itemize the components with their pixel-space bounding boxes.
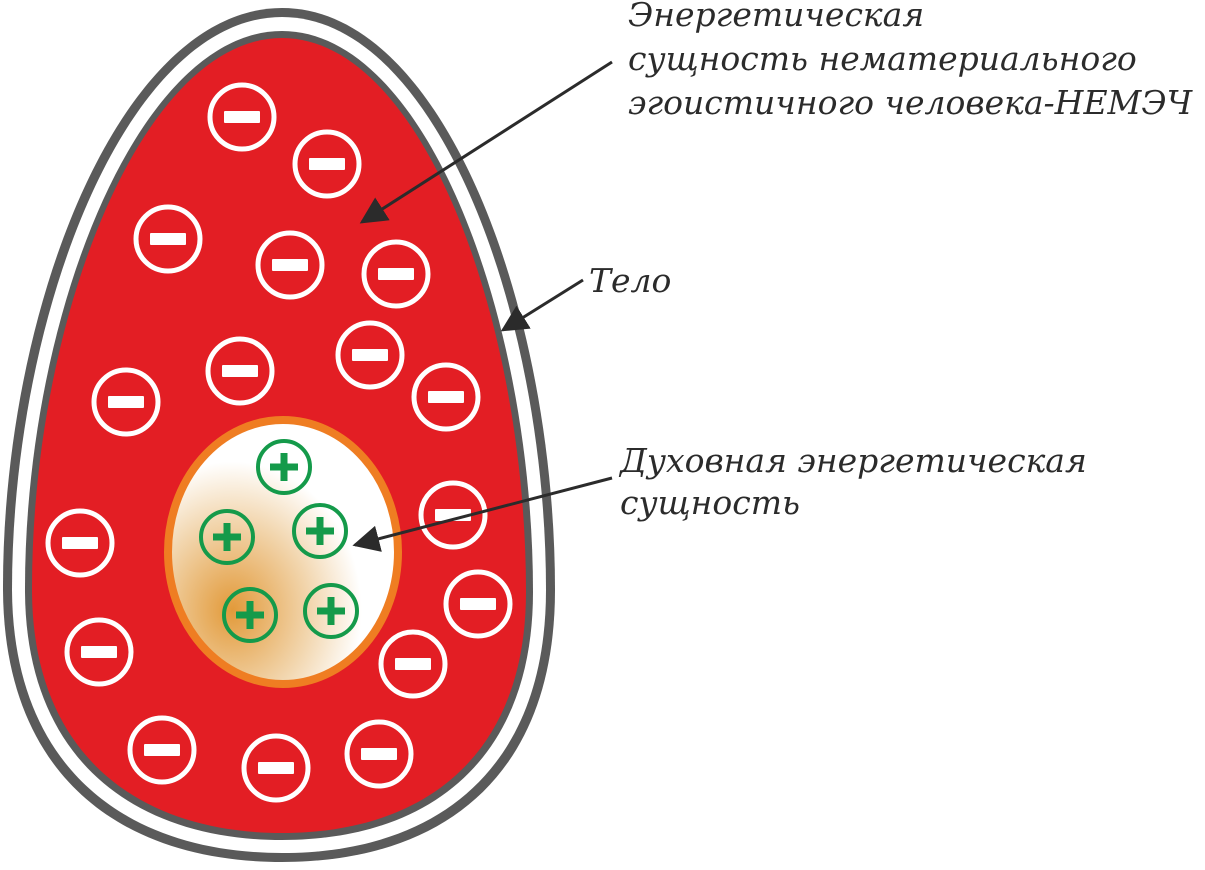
positive-charge-ring: [256, 439, 312, 495]
negative-charge-ring: [418, 480, 488, 550]
positive-charge-ring: [292, 503, 348, 559]
arrow-negemch: [359, 60, 613, 224]
negative-charge-ring: [335, 320, 405, 390]
minus-bar: [81, 646, 117, 658]
minus-icon: [344, 719, 414, 789]
plus-bar-vertical: [223, 523, 231, 551]
minus-icon: [335, 320, 405, 390]
minus-bar: [272, 259, 308, 271]
minus-bar: [62, 537, 98, 549]
negative-charge-ring: [241, 733, 311, 803]
minus-bar: [108, 396, 144, 408]
label-spiritual-line-1: Духовная энергетическая: [618, 441, 1087, 480]
minus-bar: [428, 391, 464, 403]
plus-bar-vertical: [316, 517, 324, 545]
negative-charge-ring: [127, 715, 197, 785]
negative-charge-ring: [255, 230, 325, 300]
negative-charge-ring: [205, 336, 275, 406]
minus-icon: [133, 204, 203, 274]
negative-charge-ring: [45, 508, 115, 578]
positive-charges: [199, 439, 359, 643]
label-spiritual-line-2: сущность: [620, 483, 800, 522]
minus-icon: [378, 629, 448, 699]
arrow-body: [500, 278, 584, 332]
minus-icon: [292, 129, 362, 199]
plus-icon: [222, 587, 278, 643]
negative-charge-ring: [207, 82, 277, 152]
minus-bar: [352, 349, 388, 361]
minus-bar: [222, 365, 258, 377]
plus-bar-vertical: [246, 601, 254, 629]
label-body: Тело: [589, 261, 671, 300]
plus-icon: [303, 583, 359, 639]
label-negemch-line-3: эгоистичного человека-НЕМЭЧ: [628, 83, 1194, 122]
negative-charge-ring: [378, 629, 448, 699]
label-spiritual: Духовная энергетическая сущность: [618, 441, 1097, 522]
label-negemch-line-1: Энергетическая: [628, 0, 924, 34]
negative-charge-ring: [91, 367, 161, 437]
minus-icon: [443, 569, 513, 639]
positive-charge-ring: [303, 583, 359, 639]
minus-icon: [411, 362, 481, 432]
minus-bar: [258, 762, 294, 774]
minus-icon: [45, 508, 115, 578]
minus-icon: [205, 336, 275, 406]
plus-icon: [292, 503, 348, 559]
minus-icon: [255, 230, 325, 300]
minus-icon: [241, 733, 311, 803]
minus-icon: [127, 715, 197, 785]
positive-charge-ring: [222, 587, 278, 643]
minus-bar: [460, 598, 496, 610]
minus-icon: [361, 239, 431, 309]
plus-bar-vertical: [327, 597, 335, 625]
negative-charge-ring: [64, 617, 134, 687]
minus-bar: [395, 658, 431, 670]
plus-icon: [199, 509, 255, 565]
negative-charge-ring: [361, 239, 431, 309]
negative-charge-ring: [443, 569, 513, 639]
label-negemch-line-2: сущность нематериального: [628, 39, 1137, 78]
plus-icon: [256, 439, 312, 495]
minus-bar: [144, 744, 180, 756]
minus-bar: [309, 158, 345, 170]
minus-icon: [207, 82, 277, 152]
minus-icon: [91, 367, 161, 437]
negative-charge-ring: [411, 362, 481, 432]
minus-bar: [224, 111, 260, 123]
negative-charge-ring: [133, 204, 203, 274]
negative-charge-ring: [344, 719, 414, 789]
arrow-spiritual: [352, 476, 613, 552]
negative-charge-ring: [292, 129, 362, 199]
minus-icon: [64, 617, 134, 687]
minus-bar: [378, 268, 414, 280]
positive-charge-ring: [199, 509, 255, 565]
plus-bar-vertical: [280, 453, 288, 481]
label-negemch: Энергетическая сущность нематериального …: [628, 0, 1194, 122]
minus-bar: [361, 748, 397, 760]
negative-charges: [45, 82, 513, 803]
minus-bar: [150, 233, 186, 245]
